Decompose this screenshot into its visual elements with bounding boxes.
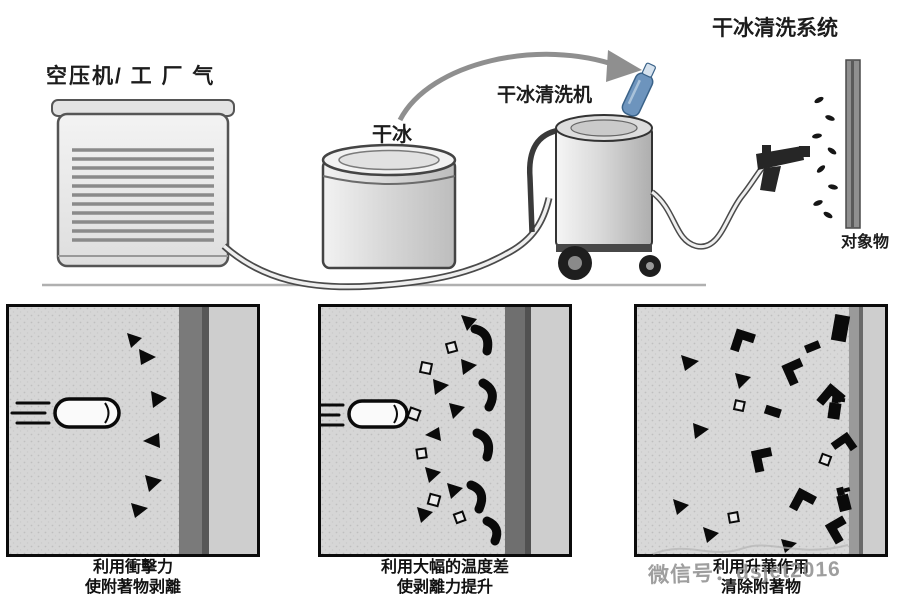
- blue-bottle-icon: [621, 62, 656, 117]
- peeled-chunks: [730, 313, 858, 545]
- substrate-wall: [179, 307, 257, 554]
- panel-sublimation: [634, 304, 888, 557]
- panel-sublimation-caption: 利用升華作用 清除附著物: [634, 558, 888, 598]
- panel-temperature: [318, 304, 572, 557]
- caption-line-2: 使附著物剥離: [84, 579, 181, 596]
- cleaning-machine-graphic: [526, 62, 661, 280]
- panel-impact-graphic: [9, 307, 257, 554]
- debris-triangles: [673, 355, 797, 553]
- flow-arrow: [397, 50, 642, 122]
- debris-triangles: [127, 333, 167, 518]
- speed-lines: [321, 403, 345, 427]
- dry-ice-barrel-graphic: [321, 143, 457, 270]
- spray-head-shapes: [827, 394, 852, 513]
- panel-temperature-graphic: [321, 307, 569, 554]
- hose-machine-to-gun: [650, 166, 765, 250]
- panel-impact: [6, 304, 260, 557]
- system-schematic-graphic: [42, 50, 861, 291]
- speed-lines: [10, 401, 51, 425]
- dry-ice-pellet-icon: [53, 397, 121, 429]
- peeled-flakes: [466, 324, 502, 546]
- caption-line-1: 利用大幅的温度差: [380, 559, 509, 576]
- page-title: 干冰清洗系统: [712, 17, 838, 40]
- panel-impact-caption: 利用衝擊力 使附著物剥離: [6, 558, 260, 598]
- dry-ice-label: 干冰: [372, 124, 412, 146]
- hose-compressor-to-machine: [221, 197, 553, 291]
- compressor-label: 空压机/ 工 厂 气: [46, 65, 216, 88]
- watermark-scribble: [652, 544, 849, 555]
- debris-triangles: [417, 315, 477, 523]
- dry-ice-pellet-icon: [347, 399, 409, 429]
- panel-sublimation-graphic: [637, 307, 885, 554]
- caption-line-2: 清除附著物: [720, 579, 801, 596]
- substrate-wall: [505, 307, 569, 554]
- substrate-wall: [849, 307, 885, 554]
- panel-temperature-caption: 利用大幅的温度差 使剥離力提升: [318, 558, 572, 598]
- target-wall-graphic: [845, 59, 861, 229]
- spray-particles: [812, 96, 838, 219]
- caption-line-1: 利用衝擊力: [92, 559, 173, 576]
- target-object-label: 对象物: [841, 234, 890, 251]
- air-compressor-graphic: [51, 99, 235, 268]
- spray-gun-icon: [756, 145, 810, 192]
- machine-label: 干冰清洗机: [497, 85, 593, 106]
- caption-line-2: 使剥離力提升: [396, 579, 493, 596]
- ice-crystal-squares: [727, 399, 833, 524]
- ice-crystal-squares: [406, 340, 467, 525]
- caption-line-1: 利用升華作用: [712, 559, 809, 576]
